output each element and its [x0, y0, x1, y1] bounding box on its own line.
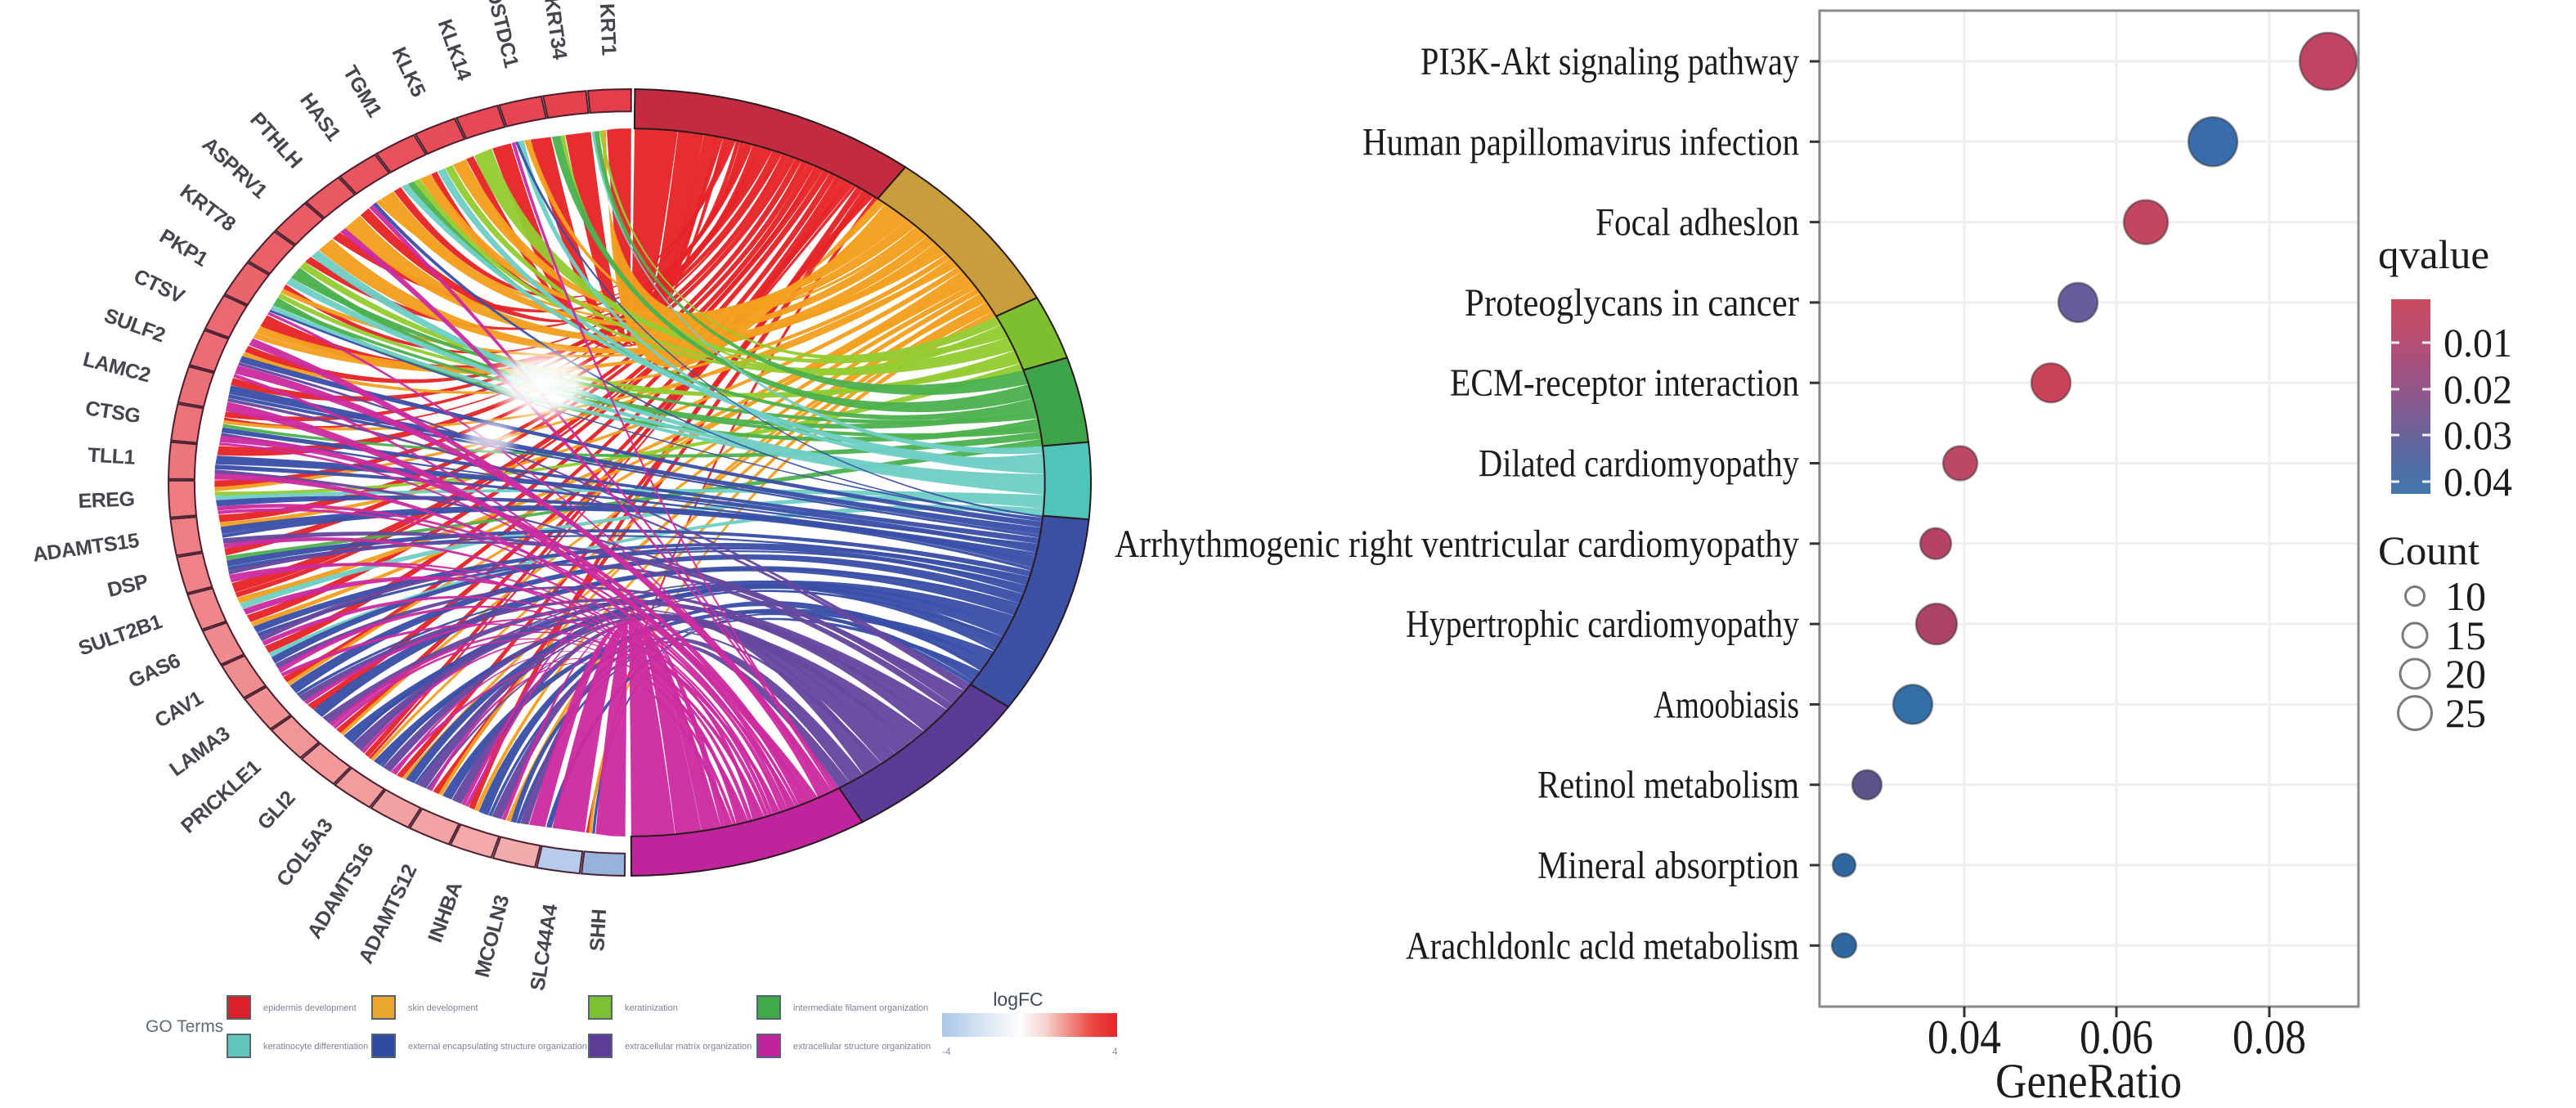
svg-text:PI3K-Akt signaling pathway: PI3K-Akt signaling pathway [1420, 40, 1799, 83]
svg-text:qvalue: qvalue [2378, 231, 2489, 277]
svg-text:logFC: logFC [993, 989, 1043, 1010]
svg-text:0.03: 0.03 [2444, 412, 2512, 458]
svg-text:10: 10 [2445, 573, 2486, 619]
svg-text:extracellular matrix organizat: extracellular matrix organization [625, 1042, 752, 1052]
svg-text:15: 15 [2445, 612, 2486, 658]
svg-text:Count: Count [2378, 527, 2480, 573]
svg-text:Arachldonlc acld metabolism: Arachldonlc acld metabolism [1406, 924, 1799, 967]
svg-text:external encapsulating structu: external encapsulating structure organiz… [408, 1042, 587, 1052]
svg-text:skin development: skin development [408, 1003, 478, 1013]
svg-text:Hypertrophic cardiomyopathy: Hypertrophic cardiomyopathy [1406, 603, 1799, 646]
svg-text:TLL1: TLL1 [88, 444, 137, 469]
svg-text:0.06: 0.06 [2080, 1010, 2153, 1064]
svg-text:Retinol metabolism: Retinol metabolism [1537, 764, 1799, 807]
svg-text:Mineral absorption: Mineral absorption [1537, 844, 1799, 887]
svg-text:Human papillomavirus infection: Human papillomavirus infection [1362, 120, 1799, 164]
svg-text:Dilated cardiomyopathy: Dilated cardiomyopathy [1479, 442, 1799, 486]
svg-text:keratinization: keratinization [625, 1003, 678, 1013]
svg-text:0.02: 0.02 [2444, 366, 2512, 412]
svg-text:Proteoglycans in cancer: Proteoglycans in cancer [1465, 281, 1799, 325]
svg-text:Arrhythmogenic right ventricul: Arrhythmogenic right ventricular cardiom… [1115, 523, 1799, 566]
svg-text:25: 25 [2445, 690, 2486, 736]
svg-text:SHH: SHH [586, 908, 611, 952]
svg-text:0.04: 0.04 [1928, 1010, 2001, 1064]
svg-text:GeneRatio: GeneRatio [1995, 1054, 2182, 1104]
svg-text:KRT1: KRT1 [595, 3, 621, 56]
svg-text:EREG: EREG [78, 487, 135, 513]
svg-text:0.08: 0.08 [2233, 1010, 2306, 1064]
svg-text:4: 4 [1112, 1046, 1118, 1057]
svg-text:Amoobiasis: Amoobiasis [1654, 683, 1799, 726]
svg-text:20: 20 [2445, 651, 2486, 697]
svg-text:Focal adheslon: Focal adheslon [1595, 201, 1799, 244]
svg-text:keratinocyte differentiation: keratinocyte differentiation [263, 1042, 368, 1052]
svg-text:-4: -4 [942, 1046, 951, 1057]
svg-text:0.01: 0.01 [2444, 320, 2512, 366]
svg-text:ECM-receptor interaction: ECM-receptor interaction [1450, 361, 1799, 405]
svg-text:epidermis development: epidermis development [263, 1003, 357, 1013]
svg-text:0.04: 0.04 [2444, 459, 2512, 505]
svg-text:extracellular structure organi: extracellular structure organization [793, 1042, 931, 1052]
svg-text:intermediate filament organiza: intermediate filament organization [793, 1003, 928, 1013]
svg-text:GO Terms: GO Terms [146, 1017, 223, 1036]
